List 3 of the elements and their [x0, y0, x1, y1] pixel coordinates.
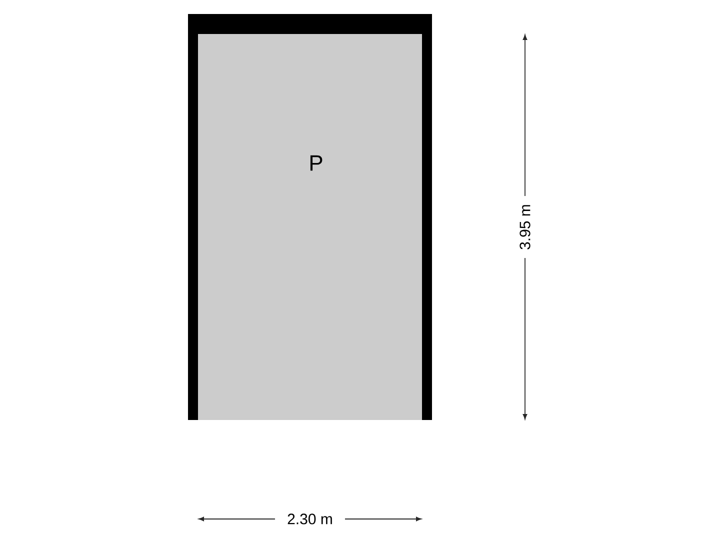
dimension-label: 2.30 m: [288, 514, 332, 524]
dimension-label: 3.95 m: [520, 205, 530, 250]
room-floor: P: [198, 34, 422, 420]
